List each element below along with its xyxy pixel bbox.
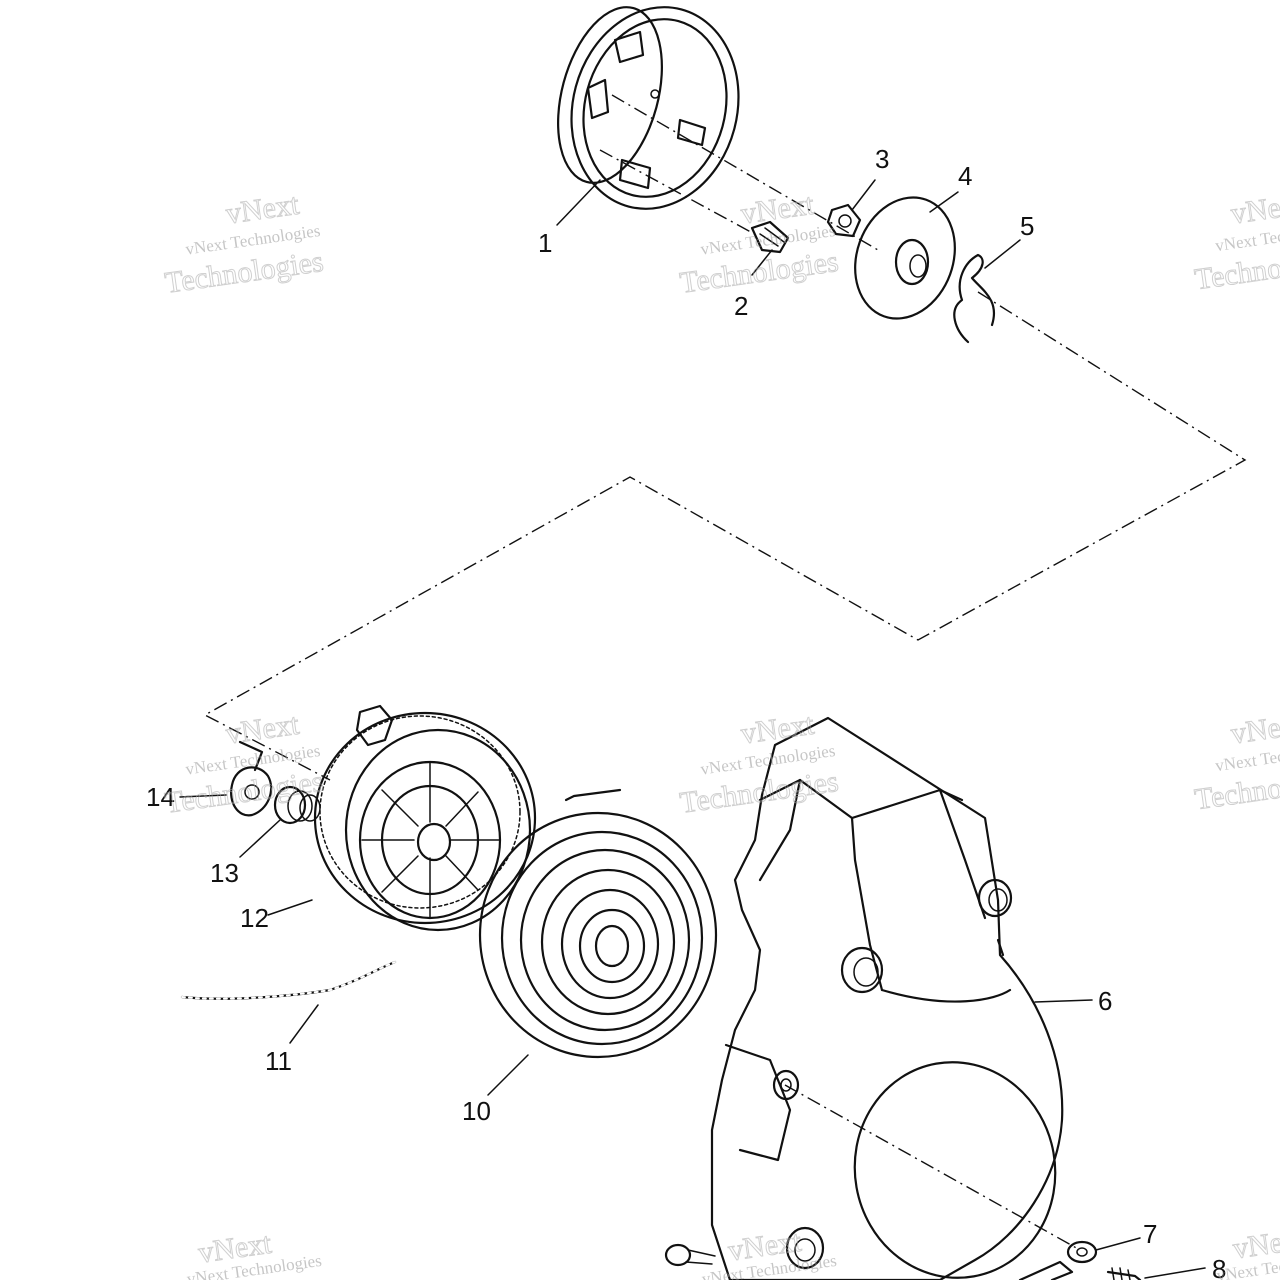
- callout-4: 4: [958, 161, 972, 191]
- part-1-ratchet-cup: [557, 6, 740, 210]
- watermark-5: vNext vNext Technologies Technologies: [677, 707, 841, 820]
- watermark-6: vNext vNext Technologies Technologies: [1192, 707, 1280, 817]
- alignment-line-bolt: [599, 149, 761, 238]
- callout-13: 13: [210, 858, 239, 888]
- callout-1: 1: [538, 228, 552, 258]
- callout-10: 10: [462, 1096, 491, 1126]
- callout-11: 11: [265, 1046, 292, 1076]
- part-4-friction-plate: [854, 196, 956, 320]
- svg-text:vNext: vNext: [1229, 188, 1280, 231]
- watermark-8: vNext vNext Technologies: [701, 1224, 838, 1280]
- part-11-rope-texture: [181, 961, 396, 1000]
- watermark-7: vNext vNext Technologies: [186, 1226, 323, 1280]
- svg-text:vNext: vNext: [1229, 708, 1280, 751]
- part-14-pawl: [230, 740, 273, 817]
- part-8-screw: [1018, 1260, 1142, 1280]
- part-5-clip-spring: [953, 253, 995, 344]
- part-3-nut: [826, 203, 862, 238]
- watermark-3: vNext vNext Technologies Technologies: [1192, 187, 1280, 297]
- part-10-recoil-spring: [478, 788, 718, 1059]
- part-13-spring: [273, 785, 321, 825]
- part-6-starter-cover: [710, 716, 1064, 1280]
- callout-8: 8: [1212, 1254, 1226, 1280]
- leader-lines: [179, 179, 1206, 1279]
- part-11-rope: [180, 960, 397, 1000]
- callout-3: 3: [875, 144, 889, 174]
- part-7-washer: [1066, 1240, 1098, 1264]
- alignment-line-cover: [784, 1084, 1081, 1251]
- watermark-9: vNext vNext Technologies: [1215, 1222, 1280, 1280]
- callout-5: 5: [1020, 211, 1034, 241]
- callout-14: 14: [146, 782, 175, 812]
- callout-6: 6: [1098, 986, 1112, 1016]
- callout-12: 12: [240, 903, 269, 933]
- callouts: 1 2 3 4 5 6 7 8 10 11 12 13 14: [146, 144, 1226, 1280]
- callout-7: 7: [1143, 1219, 1157, 1249]
- part-12-reel: [313, 704, 537, 932]
- alignment-line-main: [203, 291, 1247, 781]
- callout-2: 2: [734, 291, 748, 321]
- part-2-bolt: [750, 220, 790, 254]
- small-spring-bottom: [664, 1243, 716, 1267]
- watermark-1: vNext vNext Technologies Technologies: [162, 187, 326, 300]
